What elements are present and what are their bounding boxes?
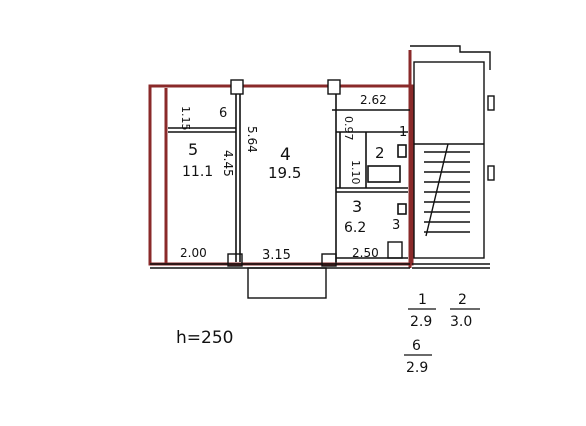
room-3-area: 6.2	[344, 220, 366, 236]
room-6-number: 6	[219, 106, 227, 121]
dim-445: 4.45	[221, 150, 235, 177]
dim-097: 0.97	[342, 116, 355, 141]
legend-value-6: 2.9	[406, 360, 428, 376]
balcony	[150, 241, 410, 299]
dim-115: 1.15	[179, 106, 192, 131]
staircase	[410, 45, 495, 269]
room-4-area: 19.5	[268, 164, 301, 182]
legend-value-2: 3.0	[450, 314, 472, 330]
room-5-number: 5	[188, 140, 198, 159]
room-3-number: 3	[352, 197, 362, 216]
room-3b-number: 3	[392, 218, 400, 233]
dim-200: 2.00	[180, 246, 207, 260]
legend-room-1: 1	[418, 292, 427, 308]
room-4-number: 4	[280, 145, 291, 165]
legend: 1 2.9 2 3.0 6 2.9	[404, 292, 480, 376]
legend-room-2: 2	[458, 292, 467, 308]
dim-315: 3.15	[262, 248, 291, 263]
dim-110: 1.10	[349, 160, 362, 185]
dim-262: 2.62	[360, 93, 387, 107]
dim-564: 5.64	[245, 126, 259, 153]
legend-value-1: 2.9	[410, 314, 432, 330]
room-1-number: 1	[399, 125, 407, 140]
ceiling-height: h=250	[176, 328, 233, 348]
top-pillars	[230, 79, 341, 95]
legend-room-6: 6	[412, 338, 421, 354]
room-2-number: 2	[375, 144, 385, 162]
interior-walls	[168, 90, 410, 262]
dim-250: 2.50	[352, 246, 379, 260]
room-5-area: 11.1	[182, 164, 213, 180]
